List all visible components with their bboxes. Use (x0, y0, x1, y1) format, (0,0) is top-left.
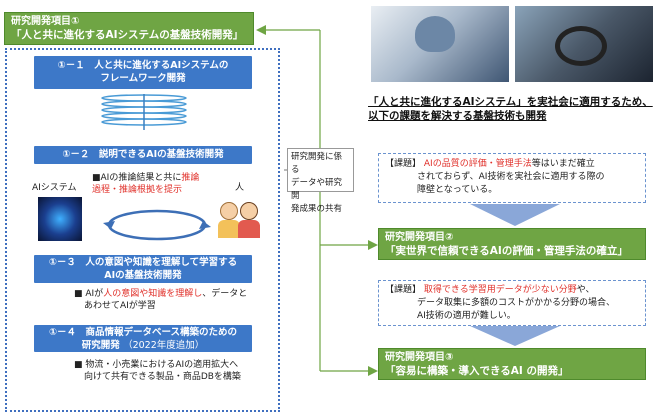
share-line3: 発成果の共有 (291, 204, 343, 214)
item2-box: 研究開発項目② 「実世界で信頼できるAIの評価・管理手法の確立」 (378, 228, 646, 260)
sub11-line1: ①－１ 人と共に進化するAIシステムの (57, 60, 229, 71)
item1-box: 研究開発項目① 「人と共に進化するAIシステムの基盤技術開発」 (4, 12, 254, 45)
item3-box: 研究開発項目③ 「容易に構築・導入できるAI の開発」 (378, 348, 646, 380)
sub12-bullet-pre: ■AIの推論結果と共に (92, 173, 182, 183)
share-line2: データや研究開 (291, 178, 343, 201)
issue3-arrow (470, 326, 560, 346)
issue3-tag: 【課題】 (385, 285, 422, 295)
issue2-box: 【課題】 AIの品質の評価・管理手法等はいまだ確立 されておらず、AI技術を実社… (378, 153, 646, 203)
issue2-line3: 障壁となっている。 (417, 185, 498, 195)
issue2-post: 等はいまだ確立 (531, 159, 595, 169)
sub14-note: （2022年度追加） (123, 340, 205, 351)
sub14-title2: 研究開発 (81, 340, 120, 351)
share-box: 研究開発に係る データや研究開 発成果の共有 (287, 148, 354, 214)
sub13-b-post: 、データと (202, 289, 248, 299)
sub13-line2: AIの基盤技術開発 (104, 270, 182, 281)
item1-label: 研究開発項目① (11, 16, 80, 27)
spiral-icon (101, 94, 187, 130)
ai-brain-icon (38, 197, 82, 241)
sub13-line1: ①－３ 人の意図や知識を理解して学習する (48, 257, 238, 268)
sub11-line2: フレームワーク開発 (100, 73, 186, 84)
issue2-arrow (470, 204, 560, 226)
headline-line2: 以下の課題を解決する基盤技術も開発 (368, 110, 547, 122)
sub13-bar: ①－３ 人の意図や知識を理解して学習する AIの基盤技術開発 (34, 255, 252, 283)
item1-title: 「人と共に進化するAIシステムの基盤技術開発」 (11, 29, 244, 41)
issue2-red: AIの品質の評価・管理手法 (423, 159, 532, 169)
issue2-tag: 【課題】 (385, 159, 422, 169)
surgery-photo (371, 6, 509, 82)
item3-label: 研究開発項目③ (385, 352, 454, 363)
issue3-line2: データ取集に多額のコストがかかる分野の場合、 (417, 298, 616, 308)
sub13-b-red: 人の意図や知識を理解し (103, 289, 203, 299)
issue3-post: や、 (576, 285, 595, 295)
cycle-arrows-icon (103, 209, 211, 241)
ai-system-label: AIシステム (32, 183, 77, 193)
item2-label: 研究開発項目② (385, 232, 454, 243)
sub11-bar: ①－１ 人と共に進化するAIシステムの フレームワーク開発 (34, 56, 252, 89)
sub12-bullet-red2: 過程・推論根拠を提示 (92, 185, 183, 195)
sub14-b-line2: 向けて共有できる製品・商品DBを構築 (84, 372, 241, 382)
item3-title: 「容易に構築・導入できるAI の開発」 (385, 365, 569, 377)
sub14-bullet: ■ 物流・小売業におけるAIの適用拡大へ 向けて共有できる製品・商品DBを構築 (74, 359, 274, 383)
sub13-b-line2: あわせてAIが学習 (84, 301, 156, 311)
issue3-red: 取得できる学習用データが少ない分野 (423, 285, 577, 295)
item1-panel (5, 48, 280, 412)
people-icon (218, 200, 262, 240)
item2-title: 「実世界で信頼できるAIの評価・管理手法の確立」 (385, 245, 628, 257)
sub14-b-line1: ■ 物流・小売業におけるAIの適用拡大へ (74, 360, 239, 370)
sub14-bar: ①－４ 商品情報データベース構築のための 研究開発 （2022年度追加） (34, 325, 252, 352)
driving-photo (515, 6, 653, 82)
issue3-line3: AI技術の適用が難しい。 (417, 311, 516, 321)
sub12-bar: ①－２ 説明できるAIの基盤技術開発 (34, 146, 252, 164)
sub13-bullet: ■ AIが人の意図や知識を理解し、データと あわせてAIが学習 (74, 288, 274, 312)
human-label: 人 (235, 183, 245, 193)
share-line1: 研究開発に係る (291, 152, 343, 175)
sub14-title: ①－４ 商品情報データベース構築のための (48, 327, 238, 338)
issue2-line2: されておらず、AI技術を実社会に適用する際の (417, 172, 605, 182)
sub13-b-pre: ■ AIが (74, 289, 104, 299)
issue3-box: 【課題】 取得できる学習用データが少ない分野や、 データ取集に多額のコストがかか… (378, 280, 646, 326)
sub12-title: ①－２ 説明できるAIの基盤技術開発 (62, 149, 224, 160)
sub12-bullet-red1: 推論 (181, 173, 200, 183)
headline: 「人と共に進化するAIシステム」を実社会に適用するため、 以下の課題を解決する基… (368, 95, 654, 123)
sub12-bullet: ■AIの推論結果と共に推論 過程・推論根拠を提示 (92, 172, 242, 196)
headline-line1: 「人と共に進化するAIシステム」を実社会に適用するため、 (368, 96, 653, 108)
